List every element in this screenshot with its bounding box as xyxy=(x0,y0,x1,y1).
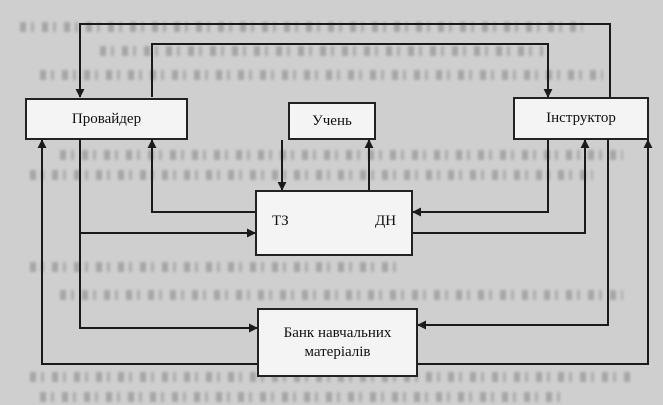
arrow-tz-to-provider xyxy=(147,139,255,213)
arrow-provider-to-tz xyxy=(79,140,256,238)
node-bank-label-line1: Банк навчальних xyxy=(283,324,392,341)
node-instructor: Інструктор xyxy=(513,97,649,140)
arrow-provider-to-bank xyxy=(79,233,258,333)
arrow-bank-to-instructor xyxy=(418,139,653,365)
node-instructor-label: Інструктор xyxy=(546,110,616,126)
node-dn-label: ДН xyxy=(375,213,397,229)
node-student: Учень xyxy=(288,102,376,140)
arrow-dn-to-instructor xyxy=(413,139,590,234)
node-tz-dn: ТЗ ДН xyxy=(255,190,413,256)
arrow-instructor-to-bank xyxy=(417,140,609,330)
arrow-bank-to-provider xyxy=(37,139,257,365)
node-bank: Банк навчальних матеріалів xyxy=(257,308,418,377)
arrow-instructor-to-provider xyxy=(75,23,611,98)
arrow-provider-to-instructor xyxy=(151,43,553,98)
node-bank-label-line2: матеріалів xyxy=(304,343,371,360)
node-provider-label: Провайдер xyxy=(71,110,142,127)
node-tz-label: ТЗ xyxy=(272,213,289,229)
arrow-instructor-to-dn xyxy=(412,140,549,217)
node-student-label: Учень xyxy=(312,112,352,129)
node-provider: Провайдер xyxy=(25,98,188,140)
